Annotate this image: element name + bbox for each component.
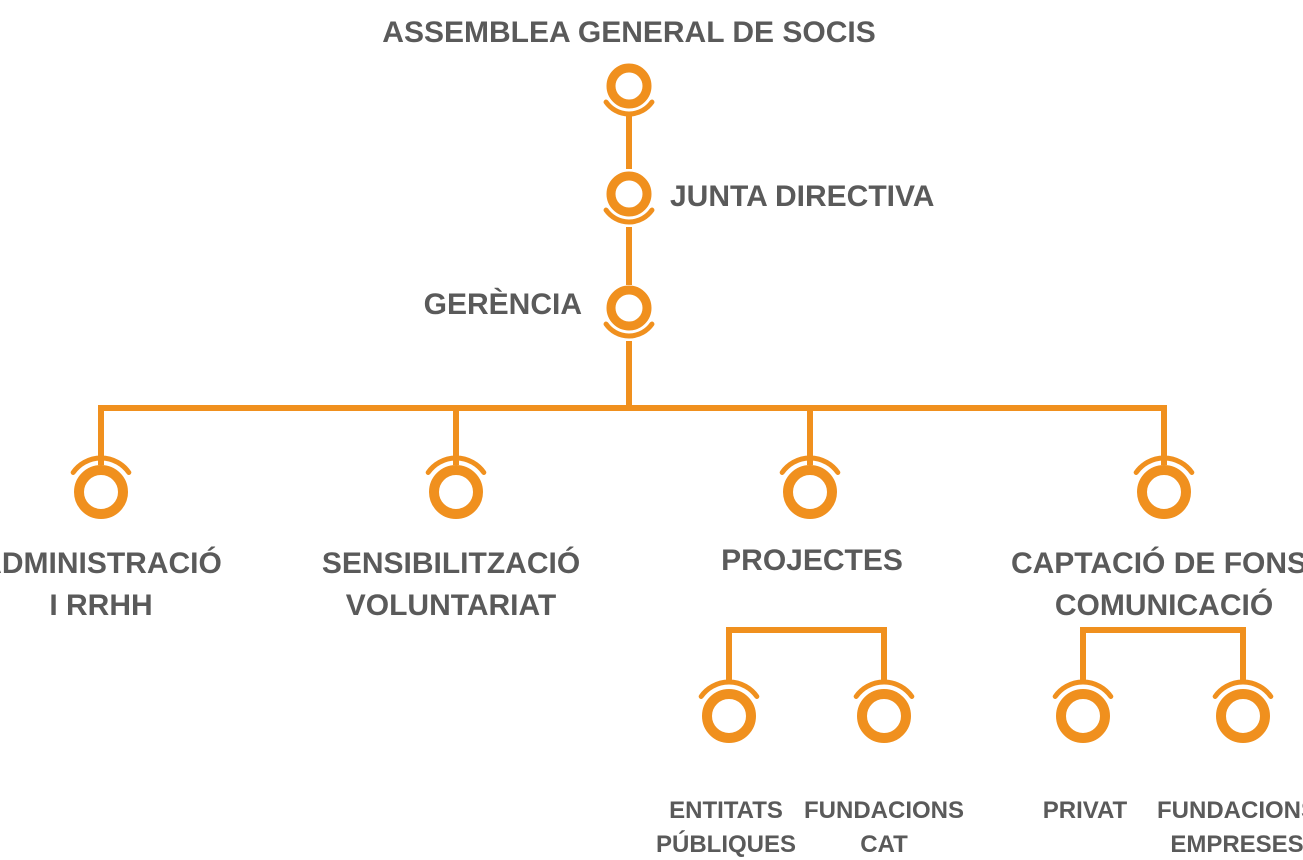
fundacions-empreses-node-icon — [1212, 679, 1274, 743]
label-assemblea: ASSEMBLEA GENERAL DE SOCIS — [382, 16, 875, 49]
fundacions-cat-node-icon — [853, 679, 915, 743]
assemblea-node-icon — [603, 63, 655, 117]
entitats-node-icon — [698, 679, 760, 743]
node-ring-icon — [1056, 689, 1110, 743]
node-arc-icon — [70, 455, 132, 475]
node-ring-icon — [702, 689, 756, 743]
label-privat: PRIVAT — [1043, 797, 1128, 824]
label-junta-directiva: JUNTA DIRECTIVA — [670, 180, 934, 213]
label-fundacions-empreses-line2: EMPRESES — [1170, 831, 1303, 858]
gerencia-node-icon — [603, 285, 655, 339]
node-arc-icon — [779, 455, 841, 475]
node-ring-icon — [606, 171, 652, 217]
label-administracio-line2: I RRHH — [49, 589, 152, 622]
node-arc-icon — [698, 679, 760, 699]
administracio-node-icon — [70, 455, 132, 519]
node-ring-icon — [857, 689, 911, 743]
label-fundacions-empreses-line1: FUNDACIONS — [1157, 797, 1303, 824]
label-entitats-line1: ENTITATS — [669, 797, 783, 824]
label-administracio-line1: ADMINISTRACIÓ — [0, 546, 222, 580]
label-fundacions-cat-line1: FUNDACIONS — [804, 797, 964, 824]
node-labels: ASSEMBLEA GENERAL DE SOCIS JUNTA DIRECTI… — [0, 16, 1303, 858]
label-captacio-line2: COMUNICACIÓ — [1055, 588, 1273, 622]
node-arc-icon — [853, 679, 915, 699]
node-ring-icon — [1137, 465, 1191, 519]
label-gerencia: GERÈNCIA — [424, 287, 582, 321]
node-icons — [70, 63, 1274, 743]
captacio-node-icon — [1133, 455, 1195, 519]
node-arc-icon — [425, 455, 487, 475]
node-arc-icon — [603, 99, 655, 117]
label-captacio-line1: CAPTACIÓ DE FONS — [1011, 546, 1303, 580]
node-ring-icon — [783, 465, 837, 519]
label-entitats-line2: PÚBLIQUES — [656, 830, 796, 858]
sensibilitzacio-node-icon — [425, 455, 487, 519]
label-sensibilitzacio-line1: SENSIBILITZACIÓ — [322, 546, 580, 580]
junta-node-icon — [603, 171, 655, 225]
node-ring-icon — [429, 465, 483, 519]
connector-lines — [98, 112, 1246, 684]
node-arc-icon — [1212, 679, 1274, 699]
label-projectes: PROJECTES — [721, 544, 903, 577]
label-fundacions-cat-line2: CAT — [860, 831, 908, 858]
node-arc-icon — [1133, 455, 1195, 475]
node-ring-icon — [606, 63, 652, 109]
label-sensibilitzacio-line2: VOLUNTARIAT — [346, 589, 557, 622]
node-ring-icon — [74, 465, 128, 519]
node-arc-icon — [1052, 679, 1114, 699]
node-ring-icon — [606, 285, 652, 331]
projectes-node-icon — [779, 455, 841, 519]
privat-node-icon — [1052, 679, 1114, 743]
node-ring-icon — [1216, 689, 1270, 743]
node-arc-icon — [603, 321, 655, 339]
node-arc-icon — [603, 207, 655, 225]
